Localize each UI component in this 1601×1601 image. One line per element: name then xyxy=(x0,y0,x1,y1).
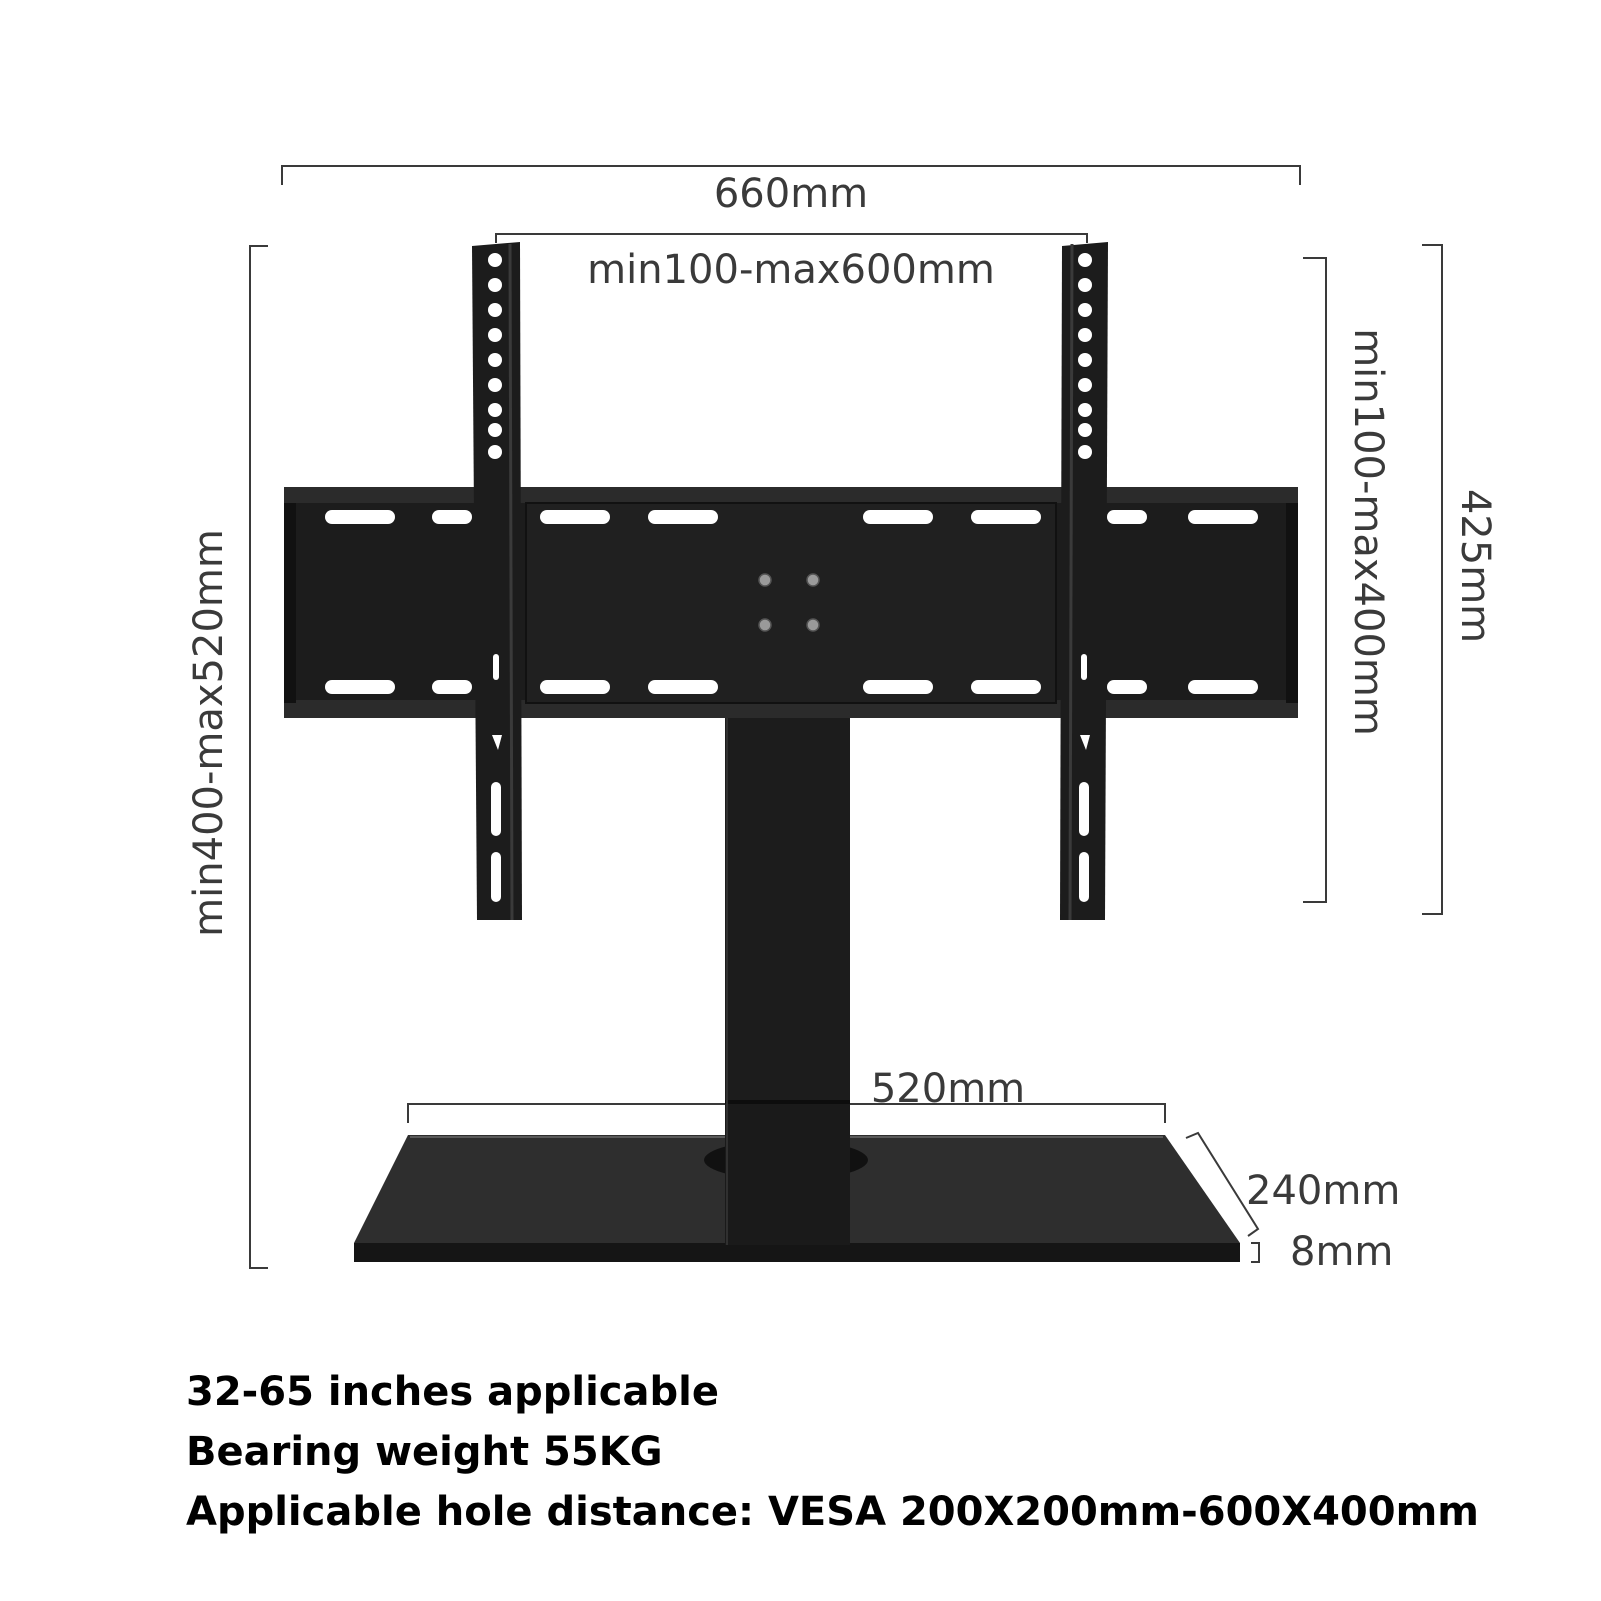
right-arm-slot xyxy=(1079,852,1089,902)
plate-slot xyxy=(1188,680,1258,694)
screw xyxy=(758,618,772,632)
base-width-label: 520mm xyxy=(871,1066,1025,1112)
plate-slot xyxy=(432,680,472,694)
plate-slot xyxy=(432,510,472,524)
total-height-dimension-line xyxy=(249,245,268,1269)
mounting-plate-bottom-slots xyxy=(325,680,1258,694)
plate-slot xyxy=(863,510,933,524)
plate-slot xyxy=(648,680,718,694)
bracket-height-dimension-line xyxy=(1422,244,1443,915)
mounting-plate-center-panel xyxy=(525,502,1057,704)
mounting-plate-right-lip xyxy=(1286,503,1298,703)
vesa-horizontal-label: min100-max600mm xyxy=(587,247,995,293)
left-arm-slot xyxy=(491,852,501,902)
vesa-horizontal-dimension-line xyxy=(495,233,1088,243)
plate-slot xyxy=(863,680,933,694)
vesa-vertical-dimension-line xyxy=(1303,257,1327,903)
base-depth-dimension-line xyxy=(1185,1131,1260,1237)
spec-vesa-hole-distance: Applicable hole distance: VESA 200X200mm… xyxy=(186,1489,1479,1535)
base-thickness-dimension-line xyxy=(1251,1242,1260,1263)
mounting-plate-left-lip xyxy=(284,503,296,703)
right-arm-slot xyxy=(1081,654,1087,680)
left-arm-slot xyxy=(491,782,501,836)
spec-screen-size: 32-65 inches applicable xyxy=(186,1369,719,1415)
base-depth-label: 240mm xyxy=(1246,1168,1400,1214)
right-arm-holes xyxy=(1078,253,1092,459)
left-arm-hook xyxy=(492,735,502,750)
plate-slot xyxy=(540,510,610,524)
right-arm-hook xyxy=(1080,735,1090,750)
right-vertical-arm xyxy=(1060,242,1108,921)
overall-width-label: 660mm xyxy=(714,171,868,217)
screw xyxy=(806,573,820,587)
bracket-height-label: 425mm xyxy=(1452,489,1498,643)
plate-slot xyxy=(971,510,1041,524)
plate-slot xyxy=(1188,510,1258,524)
screw xyxy=(758,573,772,587)
mounting-plate-bottom-flange xyxy=(284,700,1298,718)
glass-base-front-edge xyxy=(354,1243,1240,1262)
plate-slot xyxy=(325,680,395,694)
plate-slot xyxy=(1107,680,1147,694)
left-vertical-arm xyxy=(472,242,522,921)
column-lower xyxy=(725,1100,850,1245)
total-height-label: min400-max520mm xyxy=(186,529,232,937)
screw xyxy=(806,618,820,632)
mounting-plate-top-slots xyxy=(325,510,1258,524)
base-thickness-label: 8mm xyxy=(1290,1229,1393,1275)
overall-width-dimension-line xyxy=(281,165,1301,185)
column-upper xyxy=(725,718,850,1103)
plate-slot xyxy=(971,680,1041,694)
plate-slot xyxy=(1107,510,1147,524)
plate-slot xyxy=(540,680,610,694)
plate-slot xyxy=(325,510,395,524)
right-arm-slot xyxy=(1079,782,1089,836)
center-screws xyxy=(758,573,820,632)
spec-bearing-weight: Bearing weight 55KG xyxy=(186,1429,663,1475)
plate-slot xyxy=(648,510,718,524)
mounting-plate-top-flange xyxy=(284,487,1298,505)
left-arm-holes xyxy=(488,253,502,459)
left-arm-slot xyxy=(493,654,499,680)
vesa-vertical-label: min100-max400mm xyxy=(1345,328,1391,736)
